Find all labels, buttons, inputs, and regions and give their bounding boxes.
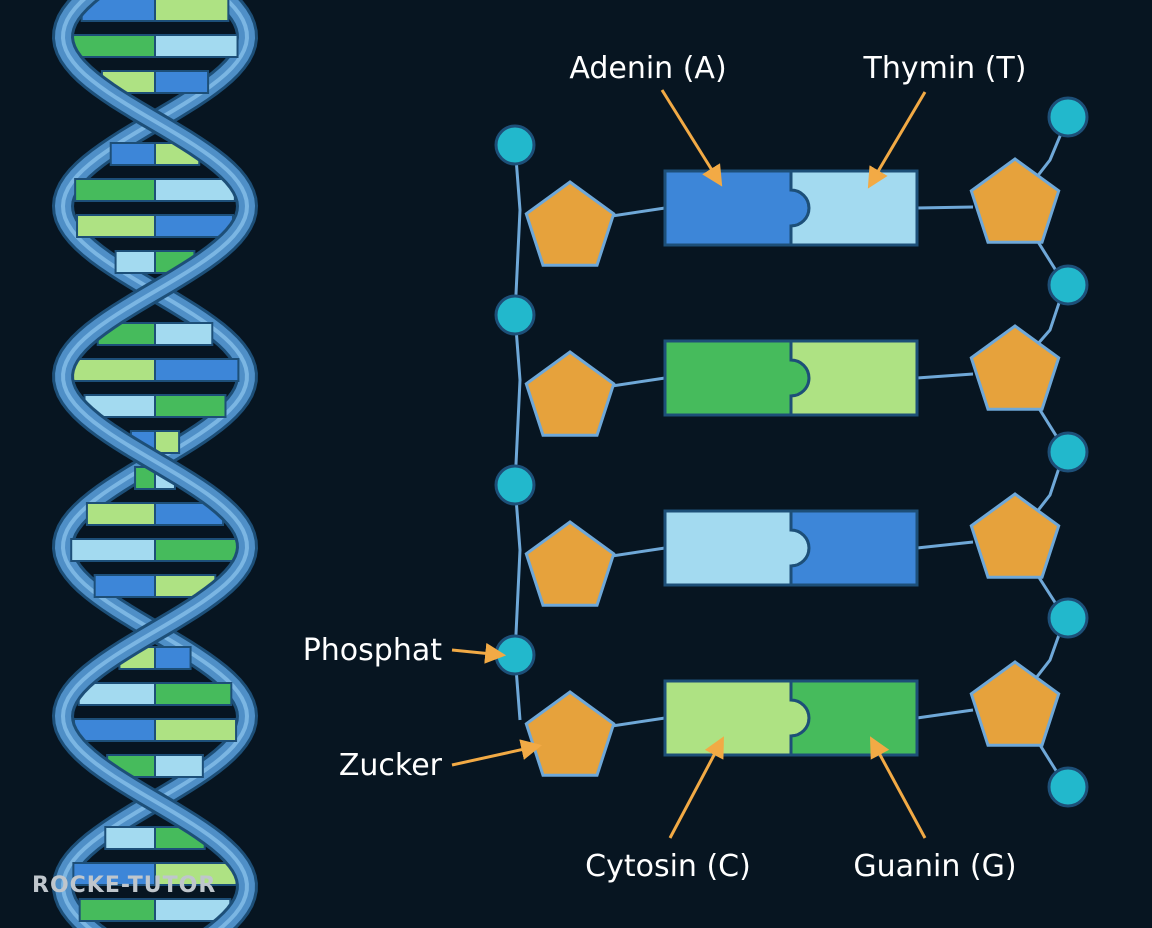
helix-front-strand	[51, 0, 259, 928]
base-pairs	[663, 169, 919, 757]
adenine-base	[663, 169, 811, 247]
cytosine-label: Cytosin (C)	[585, 849, 751, 884]
adenine-base	[789, 509, 919, 587]
phosphate-right	[1047, 597, 1089, 639]
left-bond	[611, 546, 666, 558]
sugar-right	[969, 324, 1061, 411]
helix-base	[78, 898, 156, 922]
sugar-base-bonds	[611, 205, 974, 728]
sugar-label: Zucker	[339, 748, 443, 783]
thymine-base	[663, 509, 811, 587]
guanine-base	[789, 679, 919, 757]
cytosine-base	[663, 679, 811, 757]
left-backbone	[513, 144, 522, 721]
sugar-left	[524, 520, 616, 607]
sugar-left	[524, 690, 616, 777]
guanine-arrow	[870, 736, 927, 839]
sugar-left	[524, 350, 616, 437]
helix-base	[154, 682, 233, 706]
helix-base	[71, 34, 156, 58]
helix-base	[154, 754, 204, 778]
helix-base	[85, 502, 156, 526]
guanine-label: Guanin (G)	[853, 849, 1016, 884]
right-bond	[916, 372, 974, 380]
sugar-right	[969, 157, 1061, 244]
right-bond	[916, 708, 974, 720]
helix-base	[114, 250, 156, 274]
sugar-right	[969, 660, 1061, 747]
thymine-base	[789, 169, 919, 247]
helix-base	[72, 718, 156, 742]
phosphate-arrow	[451, 642, 507, 664]
watermark: ROCKE-TUTOR	[32, 873, 216, 898]
phosphate-right	[1047, 766, 1089, 808]
thymine-label: Thymin (T)	[863, 51, 1027, 86]
phosphate-left	[494, 294, 536, 336]
helix-base	[154, 538, 240, 562]
helix-base	[104, 826, 156, 850]
helix-base	[70, 538, 156, 562]
phosphate-left	[494, 464, 536, 506]
helix-base	[154, 34, 239, 58]
right-bond	[916, 540, 974, 550]
phosphate-right	[1047, 264, 1089, 306]
sugar-arrow	[451, 739, 543, 767]
helix-base	[109, 142, 156, 166]
sugars	[524, 157, 1061, 777]
helix-base	[154, 646, 192, 670]
cytosine-base	[789, 339, 919, 417]
base-pair	[663, 169, 919, 247]
helix-base	[154, 358, 240, 382]
helix-base	[154, 322, 214, 346]
adenine-label: Adenin (A)	[569, 51, 726, 86]
left-bond	[611, 716, 666, 728]
adenine-arrow	[660, 89, 723, 187]
sugar-left	[524, 180, 616, 267]
left-bond	[611, 376, 666, 388]
helix-base	[154, 430, 181, 454]
helix-base	[74, 178, 156, 202]
cytosine-arrow	[668, 736, 724, 839]
helix-strand-highlight	[60, 0, 250, 928]
phosphates	[494, 96, 1089, 808]
helix-base	[154, 70, 210, 94]
helix-base	[154, 178, 236, 202]
phosphate-label: Phosphat	[303, 633, 443, 668]
helix-base	[154, 394, 227, 418]
left-bond	[611, 206, 666, 218]
label-arrows	[451, 89, 927, 839]
double-helix-illustration	[51, 0, 259, 928]
base-pair	[663, 339, 919, 417]
helix-base	[70, 358, 156, 382]
helix-base	[154, 0, 230, 22]
helix-base	[76, 214, 156, 238]
helix-base	[93, 574, 156, 598]
helix-base-pairs	[70, 0, 240, 922]
phosphate-left	[494, 124, 536, 166]
sugar-right	[969, 492, 1061, 579]
guanine-base	[663, 339, 811, 417]
base-pair	[663, 679, 919, 757]
helix-base	[154, 718, 238, 742]
phosphate-right	[1047, 96, 1089, 138]
base-pair	[663, 509, 919, 587]
phosphate-right	[1047, 431, 1089, 473]
right-bond	[916, 205, 974, 210]
thymine-arrow	[867, 91, 927, 189]
